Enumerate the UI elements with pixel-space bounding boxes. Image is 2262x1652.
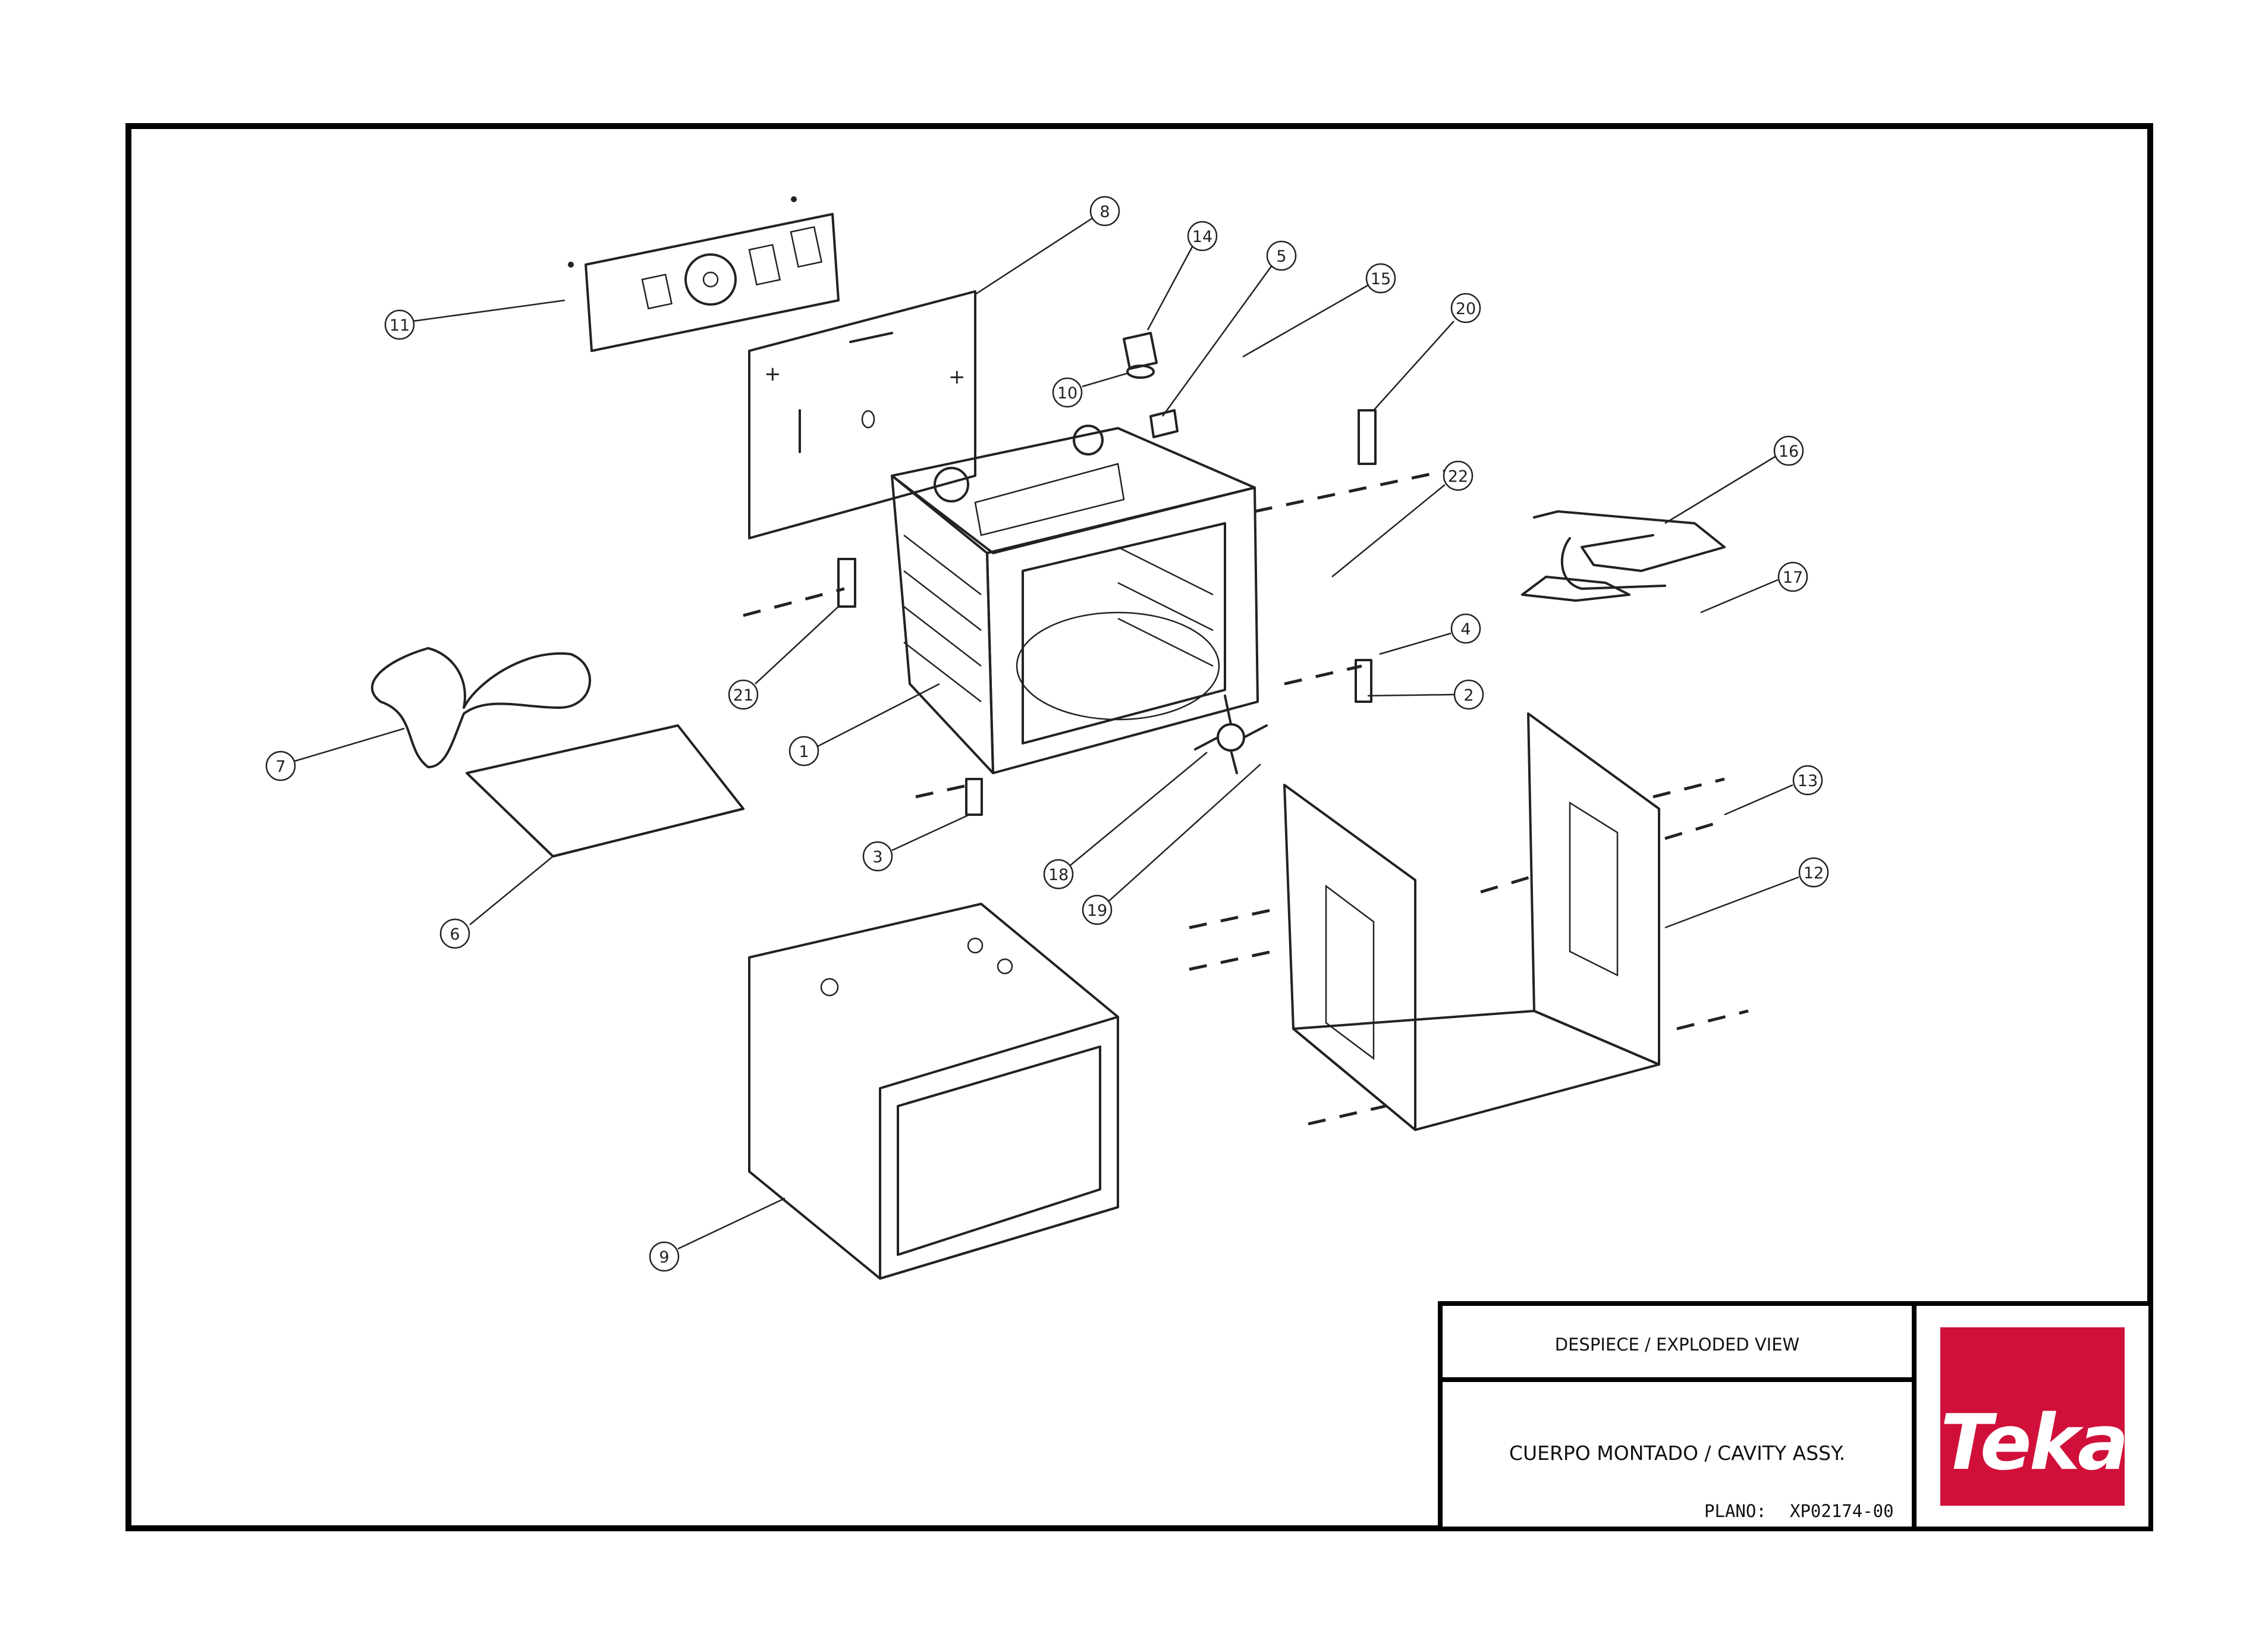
- callout-7: 7: [265, 727, 405, 781]
- part-5-socket: [1149, 409, 1179, 438]
- svg-text:14: 14: [1192, 228, 1212, 246]
- svg-text:12: 12: [1804, 864, 1824, 882]
- callout-12: 12: [1664, 857, 1829, 929]
- callout-6: 6: [439, 856, 554, 949]
- svg-text:17: 17: [1783, 569, 1803, 587]
- callout-4: 4: [1379, 613, 1481, 655]
- svg-text:9: 9: [659, 1248, 669, 1267]
- svg-text:7: 7: [275, 758, 285, 776]
- part-18-fan: [1194, 695, 1268, 774]
- callout-22: 22: [1331, 460, 1474, 577]
- svg-text:5: 5: [1276, 247, 1286, 266]
- callout-2: 2: [1367, 679, 1484, 710]
- svg-text:6: 6: [450, 925, 460, 944]
- part-11-rear-panel: [568, 196, 840, 352]
- drawing-label: PLANO:: [1704, 1501, 1767, 1521]
- callout-16: 16: [1664, 435, 1804, 525]
- view-title: DESPIECE / EXPLODED VIEW: [1554, 1334, 1800, 1355]
- logo-cell: Teka: [1912, 1301, 2153, 1531]
- part-14-lamp: [1123, 332, 1158, 379]
- part-12-side-panels: [1283, 712, 1660, 1131]
- svg-text:8: 8: [1099, 203, 1110, 221]
- title-block: DESPIECE / EXPLODED VIEW CUERPO MONTADO …: [1438, 1301, 2153, 1531]
- part-21-hinge: [837, 558, 856, 608]
- part-6-bottom-tray: [466, 724, 744, 858]
- svg-text:21: 21: [733, 686, 753, 705]
- part-8-rear-cover: + +: [748, 290, 976, 539]
- view-title-cell: DESPIECE / EXPLODED VIEW: [1438, 1301, 1917, 1382]
- svg-text:13: 13: [1798, 772, 1818, 790]
- callouts: 1 2 3 4 5 6 7: [265, 196, 1829, 1272]
- callout-3: 3: [862, 814, 970, 872]
- svg-text:4: 4: [1460, 620, 1471, 639]
- part-20-bracket: [1358, 409, 1377, 465]
- callout-15: 15: [1242, 263, 1396, 358]
- part-7-lower-element: [370, 647, 592, 768]
- callout-8: 8: [975, 196, 1120, 296]
- teka-logo: Teka: [1940, 1327, 2129, 1506]
- part-2-bracket: [1355, 659, 1372, 703]
- callout-19: 19: [1082, 764, 1261, 925]
- svg-text:3: 3: [872, 848, 882, 866]
- svg-text:11: 11: [389, 316, 410, 335]
- callout-20: 20: [1373, 293, 1481, 411]
- svg-text:19: 19: [1087, 902, 1107, 920]
- assembly-lines: [743, 468, 1749, 1126]
- svg-text:16: 16: [1779, 442, 1799, 461]
- part-3-hinge: [965, 778, 983, 816]
- svg-text:+: +: [948, 365, 966, 389]
- callout-1: 1: [788, 683, 940, 767]
- callout-11: 11: [384, 299, 566, 340]
- logo-text: Teka: [1940, 1399, 2129, 1487]
- svg-text:10: 10: [1057, 384, 1077, 403]
- svg-text:20: 20: [1456, 300, 1476, 318]
- svg-text:+: +: [764, 362, 781, 386]
- part-1-cavity: [891, 425, 1259, 774]
- drawing-frame: [125, 123, 2153, 1531]
- svg-text:22: 22: [1448, 467, 1468, 486]
- callout-13: 13: [1724, 765, 1823, 816]
- callout-5: 5: [1161, 240, 1297, 417]
- assembly-cell: CUERPO MONTADO / CAVITY ASSY. PLANO: XP0…: [1438, 1377, 1917, 1531]
- drawing-number: XP02174-00: [1790, 1501, 1894, 1521]
- svg-text:2: 2: [1463, 686, 1474, 705]
- callout-10: 10: [1052, 372, 1127, 408]
- assembly-name: CUERPO MONTADO / CAVITY ASSY.: [1509, 1441, 1846, 1465]
- callout-18: 18: [1043, 752, 1208, 890]
- callout-21: 21: [728, 606, 839, 710]
- callout-9: 9: [649, 1197, 786, 1272]
- svg-text:15: 15: [1371, 270, 1391, 288]
- callout-17: 17: [1700, 561, 1808, 614]
- svg-text:1: 1: [799, 743, 809, 761]
- part-9-outer-wrapper: [748, 903, 1119, 1280]
- svg-text:18: 18: [1048, 866, 1069, 884]
- callout-14: 14: [1146, 221, 1218, 331]
- part-16-grill-element: [1521, 510, 1726, 602]
